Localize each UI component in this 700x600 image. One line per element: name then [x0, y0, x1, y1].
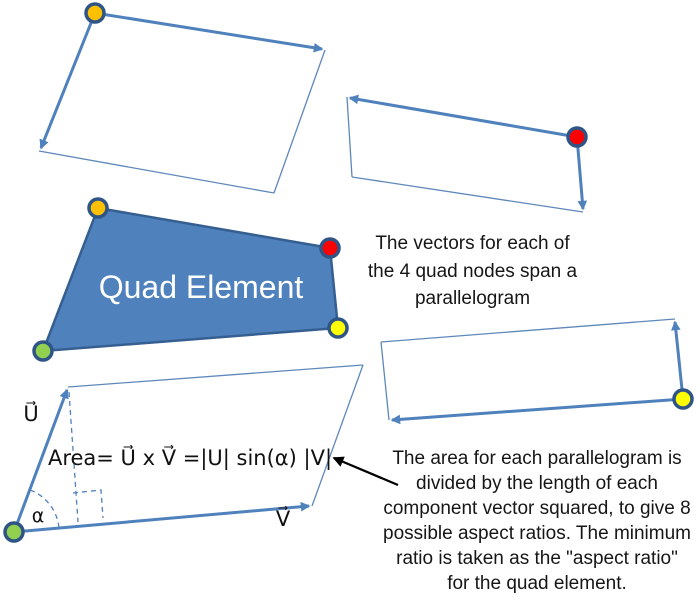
annotation-arrow	[332, 456, 399, 487]
vector-u-arrow	[12, 388, 69, 533]
quad-node-green	[32, 340, 54, 362]
parallelogram-edge	[351, 176, 584, 213]
parallelogram-bottom-right	[380, 318, 694, 425]
parallelogram-edge	[38, 150, 275, 194]
vector-arrow	[39, 12, 97, 150]
parallelogram-edge	[67, 364, 364, 388]
vector-arrow	[575, 136, 588, 211]
parallelogram-edge	[346, 96, 353, 178]
vector-arrow	[390, 397, 684, 425]
node-green	[3, 521, 25, 543]
aspect-note: The area for each parallelogram is divid…	[383, 448, 691, 594]
height-dashed-line	[68, 391, 79, 523]
quad-element-label: Quad Element	[99, 269, 304, 305]
alpha-label: α	[32, 505, 45, 527]
node-orange	[84, 2, 106, 24]
node-yellow	[672, 388, 694, 410]
quad-element: Quad Element	[32, 197, 349, 362]
node-red	[566, 126, 588, 148]
vector-v-arrow	[13, 501, 311, 534]
parallelogram-uv: U⃗ V⃗ α Area= U⃗ x V⃗ =|U| sin(α) |V|	[3, 364, 364, 543]
quad-node-red	[319, 237, 341, 259]
quad-node-yellow	[327, 317, 349, 339]
vector-u-label: U⃗	[23, 401, 38, 426]
vector-arrow	[94, 11, 324, 53]
span-note: The vectors for each of the 4 quad nodes…	[367, 233, 578, 309]
parallelogram-top-left	[38, 2, 326, 194]
parallelogram-edge	[273, 49, 326, 194]
quad-node-orange	[87, 197, 109, 219]
vector-v-label: V⃗	[276, 506, 291, 531]
alpha-angle-arc	[29, 489, 60, 529]
vector-arrow	[671, 320, 685, 400]
right-angle-marker	[72, 489, 104, 519]
parallelogram-top-right	[346, 94, 588, 213]
parallelogram-edge	[380, 318, 676, 343]
vector-arrow	[348, 94, 578, 139]
parallelogram-edge	[311, 364, 364, 507]
parallelogram-edge	[380, 341, 390, 421]
area-formula: Area= U⃗ x V⃗ =|U| sin(α) |V|	[48, 445, 332, 471]
